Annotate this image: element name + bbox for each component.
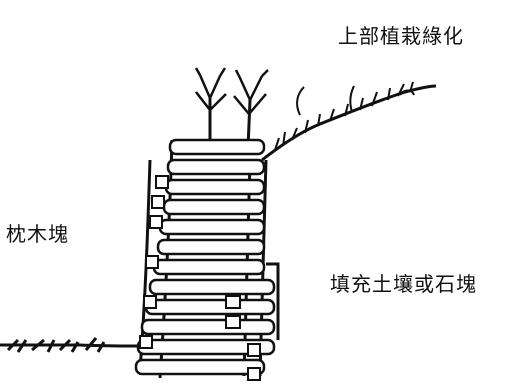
backfill-label: 填充土壤或石塊	[330, 272, 477, 296]
crib-wall	[134, 138, 280, 381]
crib-blocks-label: 枕木塊	[6, 222, 69, 246]
slope-line	[261, 81, 437, 162]
ground-line	[0, 337, 139, 353]
upper-planting-label: 上部植栽綠化	[338, 24, 464, 48]
